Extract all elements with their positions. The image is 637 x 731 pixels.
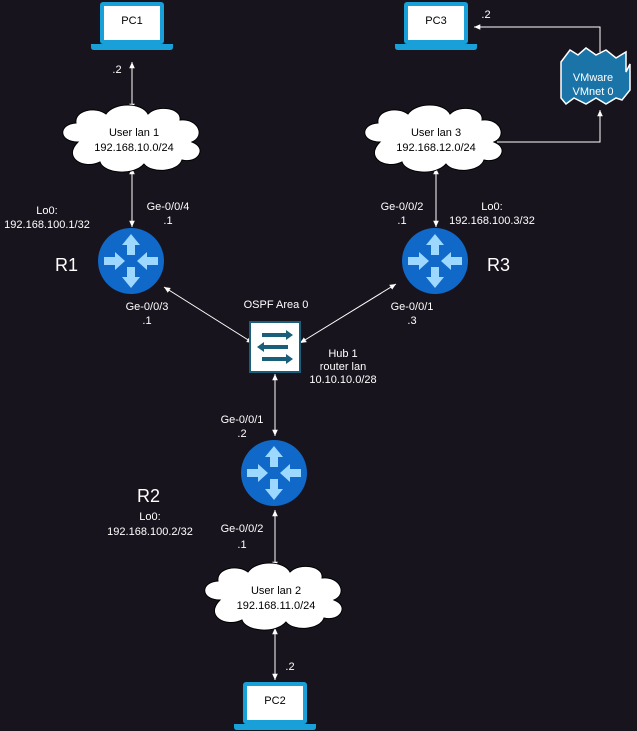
r1-name: R1 [55, 255, 78, 275]
r2-ge001-ip: .2 [237, 428, 246, 440]
pc1-laptop-icon[interactable]: PC1 [91, 2, 173, 50]
link-r1-hub [163, 286, 254, 344]
pc3-label: PC3 [425, 15, 446, 27]
r3-ge002-label: Ge-0/0/2 [381, 201, 424, 213]
r1-ge003-label: Ge-0/0/3 [126, 301, 169, 313]
r3-ge001-ip: .3 [407, 315, 416, 327]
lan2-name: User lan 2 [251, 585, 301, 597]
lan3-subnet: 192.168.12.0/24 [396, 142, 476, 154]
r2-lo-title: Lo0: [139, 511, 160, 523]
lan3-name: User lan 3 [411, 127, 461, 139]
lan1-subnet: 192.168.10.0/24 [94, 142, 174, 154]
pc1-label: PC1 [121, 15, 142, 27]
vmware-label: VMware [573, 72, 613, 84]
r2-name: R2 [137, 486, 160, 506]
lan2-subnet: 192.168.11.0/24 [237, 600, 316, 612]
r1-ge003-ip: .1 [142, 315, 151, 327]
r2-ge002-label: Ge-0/0/2 [221, 523, 264, 535]
r1-ge004-label: Ge-0/0/4 [147, 201, 190, 213]
user-lan-2-cloud[interactable]: User lan 2 192.168.11.0/24 [204, 562, 343, 631]
lan1-name: User lan 1 [109, 127, 159, 139]
hub-subnet-label: 10.10.10.0/28 [309, 374, 376, 386]
r2-ge001-label: Ge-0/0/1 [221, 414, 264, 426]
r3-ge001-label: Ge-0/0/1 [391, 301, 434, 313]
r2-lo-address: 192.168.100.2/32 [107, 526, 193, 538]
pc2-laptop-icon[interactable]: PC2 [234, 682, 316, 730]
r1-lo-title: Lo0: [36, 205, 57, 217]
hub-desc-label: router lan [320, 361, 366, 373]
vmnet-label: VMnet 0 [573, 86, 614, 98]
link-r3-hub [299, 283, 397, 344]
r1-lo-address: 192.168.100.1/32 [4, 219, 90, 231]
r1-ge004-ip: .1 [163, 215, 172, 227]
pc2-ip-label: .2 [285, 661, 294, 673]
router-r1-icon[interactable] [98, 228, 164, 294]
r3-lo-title: Lo0: [481, 201, 502, 213]
ospf-area-label: OSPF Area 0 [244, 299, 309, 311]
r3-name: R3 [487, 255, 510, 275]
pc3-ip-label: .2 [481, 9, 490, 21]
user-lan-1-cloud[interactable]: User lan 1 192.168.10.0/24 [62, 104, 201, 173]
vmware-vmnet-icon[interactable]: VMware VMnet 0 [560, 47, 631, 106]
pc3-laptop-icon[interactable]: PC3 [395, 2, 477, 50]
link-vmware-pc3 [474, 24, 601, 52]
router-r3-icon[interactable] [402, 228, 468, 294]
r3-ge002-ip: .1 [397, 215, 406, 227]
hub-switch-icon[interactable] [249, 321, 301, 373]
r2-ge002-ip: .1 [237, 539, 246, 551]
hub-name-label: Hub 1 [328, 348, 357, 360]
link-lan3-vmware [497, 110, 603, 143]
user-lan-3-cloud[interactable]: User lan 3 192.168.12.0/24 [364, 104, 503, 173]
pc2-label: PC2 [264, 695, 285, 707]
pc1-ip-label: .2 [112, 64, 121, 76]
router-r2-icon[interactable] [241, 440, 307, 506]
r3-lo-address: 192.168.100.3/32 [449, 215, 535, 227]
